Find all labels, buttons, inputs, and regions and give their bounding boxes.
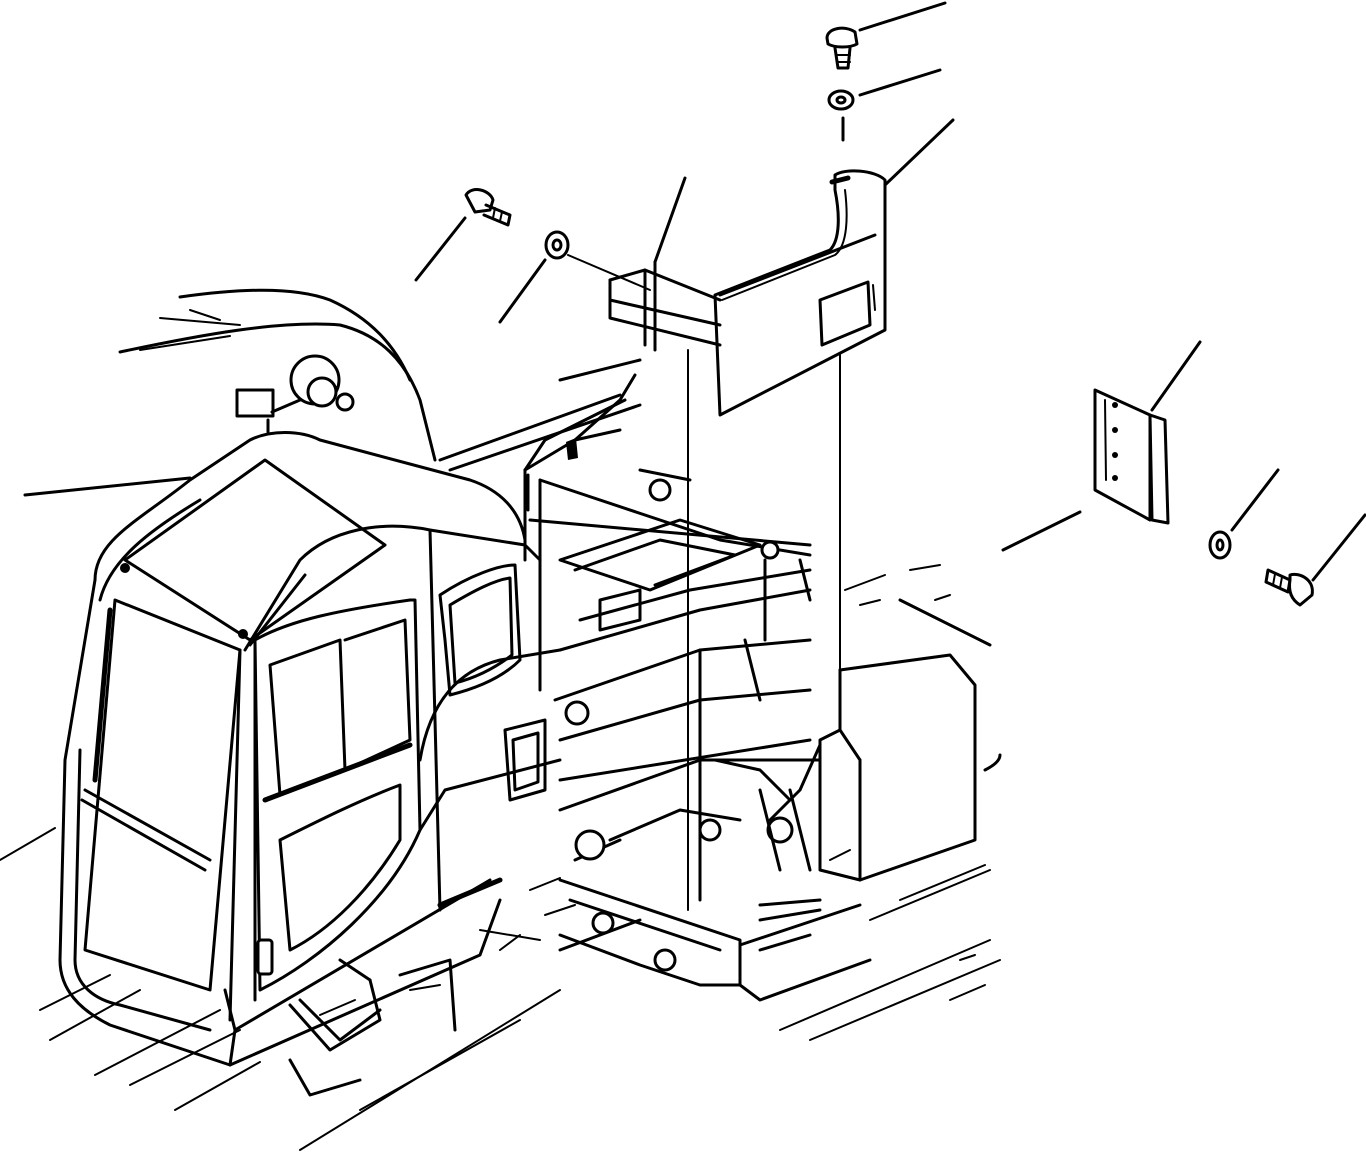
operator-cab [58,431,562,1097]
upper-frame [438,358,822,902]
bolt-left [414,188,512,282]
work-light [235,354,355,434]
bracket-plate [713,118,955,721]
clip-bracket [608,176,722,911]
bolt-top [825,1,947,70]
track-ground-lines [0,827,1001,1151]
washer-right [1208,468,1280,560]
washer-top [827,68,942,142]
boom [23,288,437,497]
washer-left [498,230,651,324]
undercarriage [479,878,872,1002]
side-cover [523,373,637,512]
bolt-right [1264,513,1366,607]
counterweight [818,564,1002,882]
right-bracket [1001,340,1202,552]
